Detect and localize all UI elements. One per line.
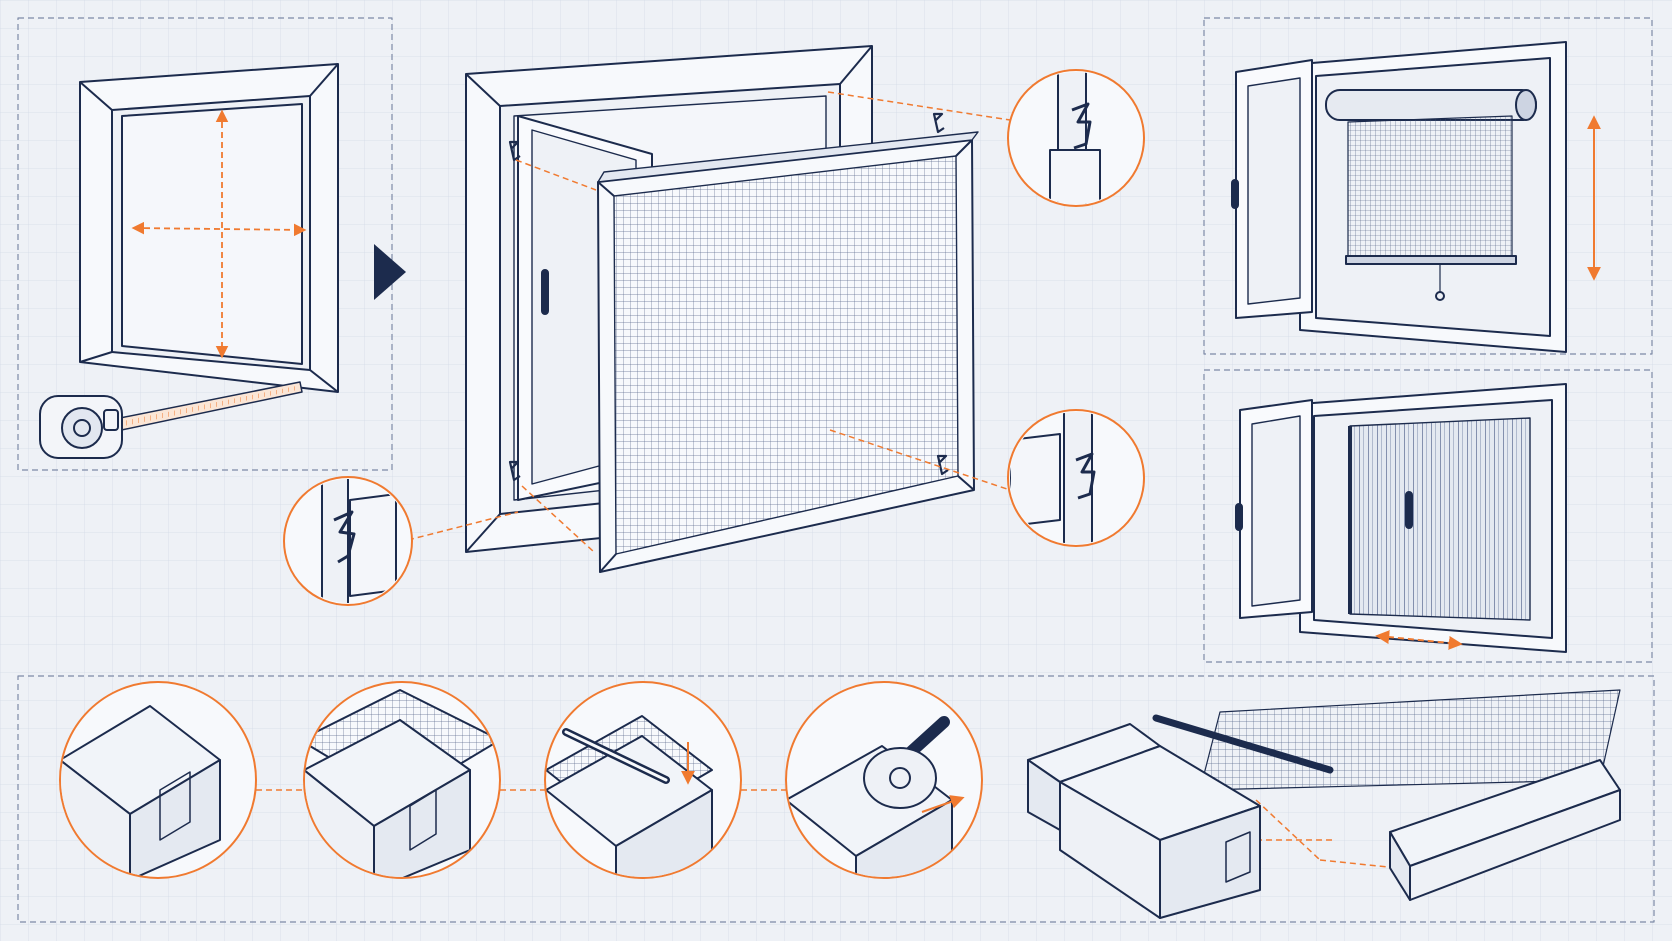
next-step-arrow-icon [374, 244, 406, 300]
pleated-screen-icon [1348, 417, 1531, 621]
spline-cord-icon [544, 681, 742, 879]
hook-detail-bottom [1007, 409, 1145, 547]
hook-frame-screen-panel [283, 45, 1145, 606]
measure-window-panel [17, 17, 393, 471]
hook-detail-top [1007, 69, 1145, 207]
roller-screen-panel [1203, 17, 1653, 355]
aluminium-profile-icon [59, 681, 257, 879]
mesh-screen-icon [597, 131, 979, 573]
profile-assembly-panel [17, 675, 1655, 923]
hook-detail-left [283, 476, 413, 606]
tape-measure-icon [39, 381, 303, 459]
spline-roller-icon [785, 681, 983, 879]
roller-cassette-icon [1325, 89, 1537, 301]
dimension-arrow-icon [131, 109, 307, 359]
pleated-screen-panel [1203, 369, 1653, 663]
mesh-icon [303, 681, 501, 879]
z-hook-icon [508, 112, 949, 482]
corner-connector-icon [1027, 689, 1621, 919]
horizontal-arrow-icon [1375, 630, 1463, 650]
